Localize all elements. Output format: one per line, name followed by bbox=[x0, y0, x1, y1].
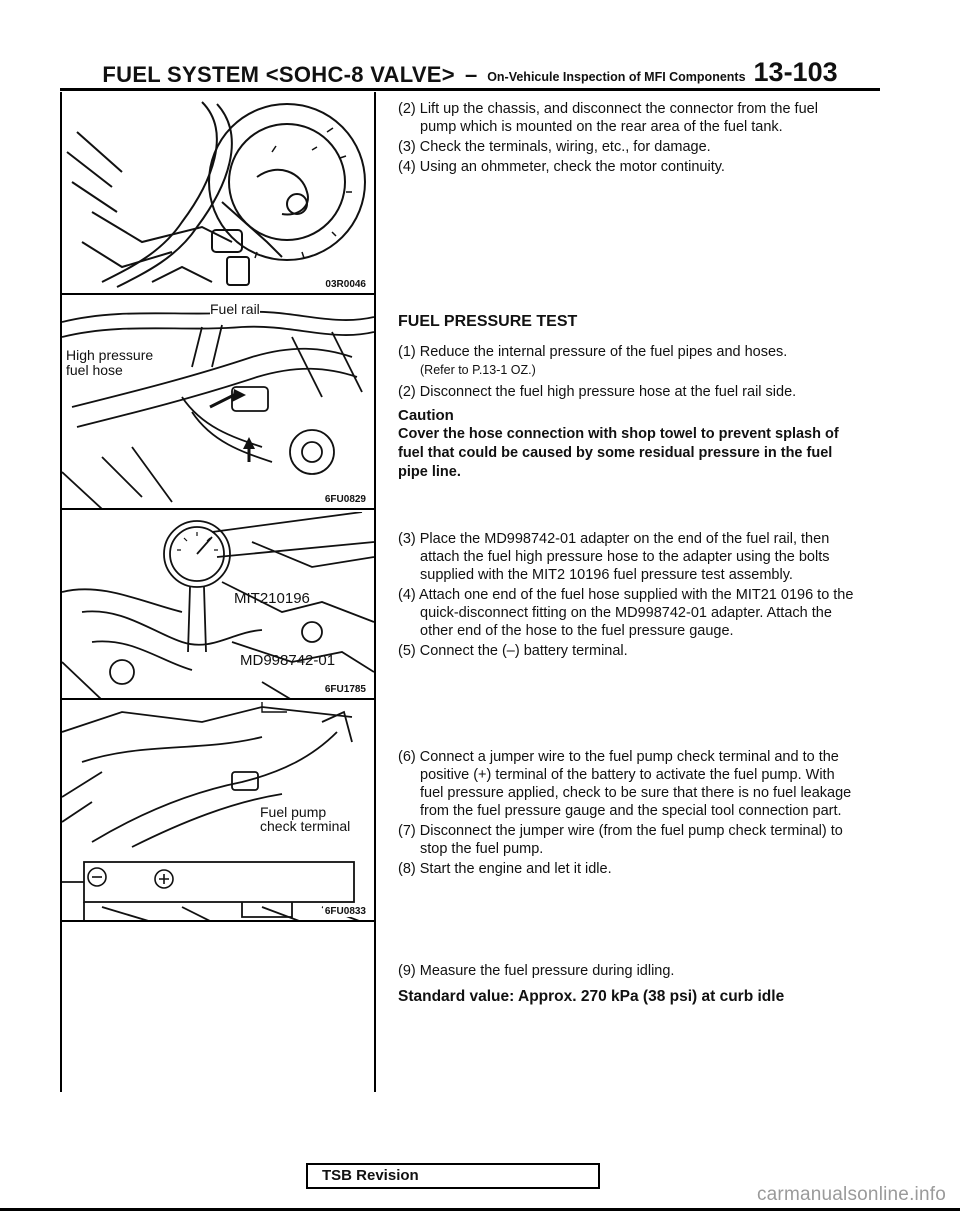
label-high-pressure: High pressure bbox=[66, 347, 154, 363]
section-title: FUEL PRESSURE TEST bbox=[398, 313, 578, 330]
standard-value: Standard value: Approx. 270 kPa (38 psi)… bbox=[398, 988, 785, 1005]
label-mit210196: MIT210196 bbox=[234, 590, 310, 607]
label-fuel-pump: Fuel pump bbox=[260, 804, 327, 820]
fuel-rail-illustration bbox=[62, 310, 374, 508]
figure-code: 6FU0829 bbox=[322, 494, 368, 505]
figure-fuel-pump-connector: 03R0046 bbox=[62, 92, 374, 295]
step-7-stop-pump: (7) Disconnect the jumper wire (from the… bbox=[398, 823, 843, 857]
step-5-connect-battery: (5) Connect the (–) battery terminal. bbox=[398, 643, 628, 659]
step-1-reference: (Refer to P.13-1 OZ.) bbox=[420, 363, 536, 377]
page-subtitle: On-Vehicule Inspection of MFI Components bbox=[487, 70, 746, 84]
figure-code: 6FU0833 bbox=[322, 906, 368, 917]
check-terminal-illustration bbox=[62, 702, 360, 920]
label-fuel-hose: fuel hose bbox=[66, 362, 123, 378]
step-2-disconnect-hose: (2) Disconnect the fuel high pressure ho… bbox=[398, 384, 797, 400]
page-header: FUEL SYSTEM <SOHC-8 VALVE> – On-Vehicule… bbox=[60, 50, 880, 91]
step-9-measure-pressure: (9) Measure the fuel pressure during idl… bbox=[398, 963, 675, 979]
header-dash: – bbox=[464, 62, 478, 87]
step-6-jumper-wire: (6) Connect a jumper wire to the fuel pu… bbox=[398, 749, 852, 819]
label-fuel-rail: Fuel rail bbox=[210, 301, 260, 317]
figure-check-terminal: Fuel pump check terminal 6FU0833 bbox=[62, 702, 374, 922]
figure-column: 03R0046 Fuel rail High bbox=[60, 92, 376, 1092]
step-4-check-continuity: (4) Using an ohmmeter, check the motor c… bbox=[398, 159, 725, 175]
text-block-activate-pump: (6) Connect a jumper wire to the fuel pu… bbox=[398, 748, 856, 880]
figure-fuel-rail: Fuel rail High pressure fuel hose 6FU082… bbox=[62, 297, 374, 510]
text-block-disconnect-connector: (2) Lift up the chassis, and disconnect … bbox=[398, 100, 856, 178]
text-block-measure: (9) Measure the fuel pressure during idl… bbox=[398, 962, 856, 1006]
figure-code: 6FU1785 bbox=[322, 684, 368, 695]
watermark: carmanualsonline.info bbox=[756, 1184, 946, 1205]
figure-pressure-gauge: MIT210196 MD998742-01 6FU1785 bbox=[62, 512, 374, 700]
figure-code: 03R0046 bbox=[323, 279, 368, 290]
label-check-terminal: check terminal bbox=[260, 818, 351, 834]
step-8-start-engine: (8) Start the engine and let it idle. bbox=[398, 861, 612, 877]
page-title: FUEL SYSTEM <SOHC-8 VALVE> bbox=[102, 62, 455, 87]
label-md998742-01: MD998742-01 bbox=[240, 652, 336, 669]
section-fuel-pressure-test: FUEL PRESSURE TEST (1) Reduce the intern… bbox=[398, 313, 856, 482]
caution-text: Cover the hose connection with shop towe… bbox=[398, 426, 839, 480]
caution-title: Caution bbox=[398, 407, 454, 424]
text-block-attach-gauge: (3) Place the MD998742-01 adapter on the… bbox=[398, 530, 856, 662]
step-3-place-adapter: (3) Place the MD998742-01 adapter on the… bbox=[398, 531, 830, 583]
tsb-revision-box: TSB Revision bbox=[306, 1163, 600, 1189]
fuel-pump-connector-illustration bbox=[66, 101, 366, 288]
step-2-lift-chassis: (2) Lift up the chassis, and disconnect … bbox=[398, 101, 818, 135]
footer-rule bbox=[0, 1208, 960, 1211]
step-1-reduce-pressure: (1) Reduce the internal pressure of the … bbox=[398, 344, 788, 360]
pressure-gauge-illustration bbox=[62, 512, 374, 698]
step-4-attach-hose: (4) Attach one end of the fuel hose supp… bbox=[398, 587, 854, 639]
page-number: 13-103 bbox=[753, 57, 838, 87]
step-3-check-terminals: (3) Check the terminals, wiring, etc., f… bbox=[398, 139, 711, 155]
